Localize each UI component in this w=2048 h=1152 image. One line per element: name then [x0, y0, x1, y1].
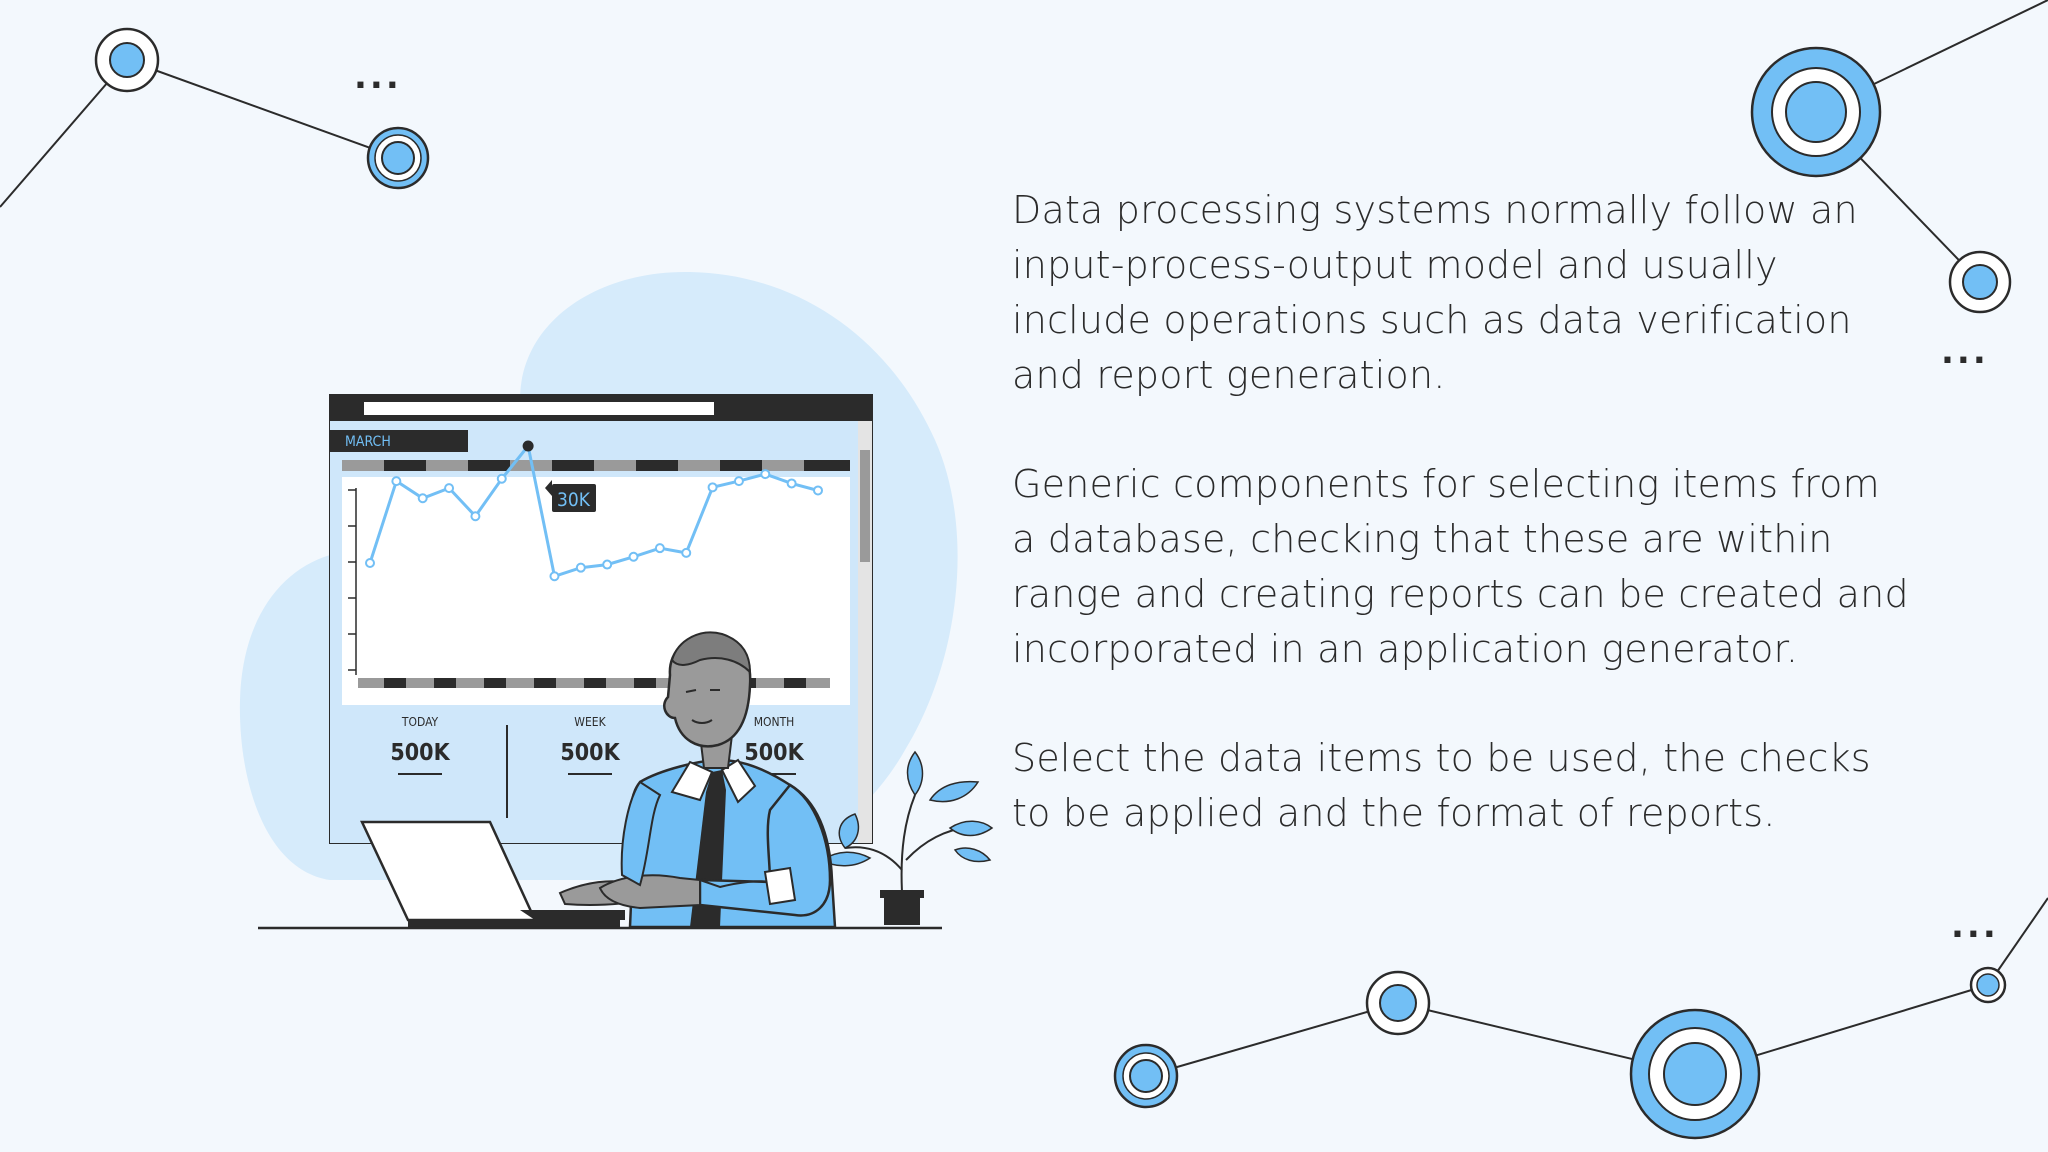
chart-point: [470, 511, 481, 522]
chart-point: [786, 478, 797, 489]
paragraph: Select the data items to be used, the ch…: [1012, 736, 1871, 835]
stat-value: 500K: [560, 740, 620, 766]
chart-point: [549, 571, 560, 582]
stat-week: WEEK 500K: [560, 715, 621, 775]
scrollbar-thumb: [860, 450, 870, 562]
month-tab: [330, 430, 468, 452]
stat-today: TODAY 500K: [390, 715, 451, 775]
ellipsis-dots: ...: [1941, 332, 1989, 372]
chart-point: [733, 476, 744, 487]
chart-point: [391, 476, 402, 487]
chart-point: [444, 483, 455, 494]
peak-label: 30K: [557, 489, 591, 511]
month-label: MARCH: [345, 434, 391, 450]
chart-point: [628, 551, 639, 562]
chart-point: [654, 543, 665, 554]
chart-point: [522, 440, 534, 452]
node-icon: [94, 27, 160, 93]
chart-point: [602, 559, 613, 570]
node-icon: [1750, 46, 1882, 178]
chart-point: [365, 558, 375, 568]
chart-point: [575, 562, 586, 573]
stat-value: 500K: [390, 740, 450, 766]
chart-point: [681, 547, 692, 558]
plant-icon: [820, 750, 994, 925]
chart-point: [707, 482, 718, 493]
chart-point: [813, 485, 823, 496]
stat-label: WEEK: [574, 715, 606, 729]
node-icon: [1948, 250, 2012, 314]
chart-point: [417, 493, 428, 504]
node-icon: [1969, 966, 2007, 1004]
node-icon: [366, 126, 430, 190]
paragraph: Data processing systems normally follow …: [1012, 188, 1858, 397]
content-text: Data processing systems normally follow …: [1012, 183, 1912, 895]
person-illustration: [558, 631, 837, 929]
node-icon: [1113, 1043, 1179, 1109]
chart-panel: [342, 477, 850, 705]
chart-point: [760, 469, 771, 480]
striped-footer-bar: [358, 678, 830, 688]
striped-header-bar: [342, 460, 850, 471]
stat-label: MONTH: [754, 715, 795, 729]
chart-points: [365, 440, 823, 582]
laptop-icon: [360, 820, 625, 928]
stat-value: 500K: [744, 740, 804, 766]
stat-label: TODAY: [401, 715, 439, 729]
address-bar: [364, 402, 714, 415]
paragraph: Generic components for selecting items f…: [1012, 462, 1909, 671]
dashboard-window: MARCH 30K: [329, 394, 873, 844]
chart-point: [496, 473, 507, 484]
node-icon: [1629, 1008, 1761, 1140]
ellipsis-dots: ...: [354, 57, 402, 97]
ellipsis-dots: ...: [1951, 906, 1999, 946]
node-icon: [1365, 970, 1431, 1036]
peak-tooltip: 30K: [545, 480, 596, 512]
